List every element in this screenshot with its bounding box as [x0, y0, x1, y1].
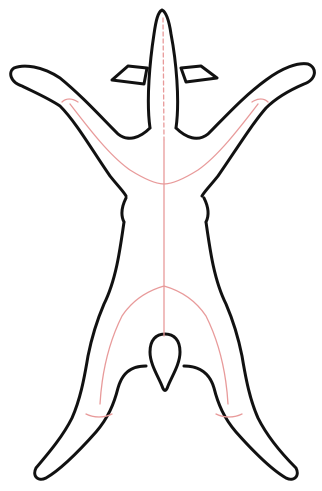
hide-outline: [11, 10, 315, 479]
cut-lines: [62, 18, 268, 417]
right-flank-mark: [204, 198, 208, 222]
tail-outline: [150, 334, 180, 391]
left-ear-outline: [112, 66, 147, 84]
left-foreleg-outline: [11, 66, 150, 196]
left-hindleg-outline: [35, 222, 146, 479]
midline-head-dashed: [163, 18, 164, 140]
right-ear-outline: [181, 66, 217, 82]
right-hindleg-outline: [184, 222, 297, 479]
left-wrist-cut: [62, 99, 78, 102]
left-flank-mark: [122, 198, 126, 222]
right-ankle-cut: [216, 414, 242, 417]
right-wrist-cut: [252, 99, 268, 102]
right-foreleg-outline: [176, 64, 314, 196]
